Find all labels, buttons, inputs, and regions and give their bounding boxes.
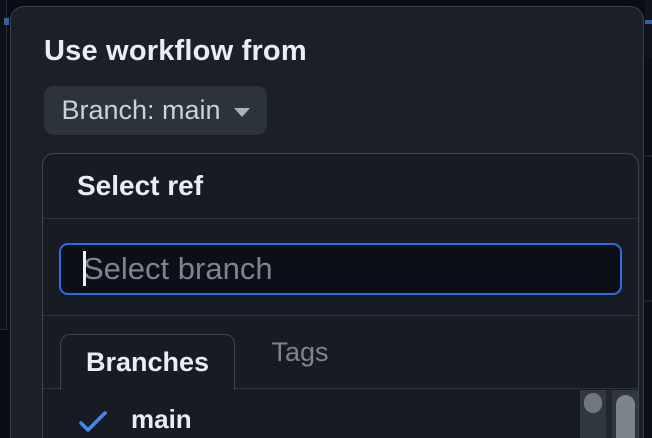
ref-search-section [43, 219, 638, 316]
list-scrollbar-thumb[interactable] [583, 393, 602, 413]
run-workflow-dropdown-panel: Use workflow from Branch: main Select re… [10, 6, 644, 438]
chevron-down-icon [233, 107, 250, 117]
scrollbar-gap [605, 390, 612, 438]
page-background-box [0, 0, 7, 330]
branch-list: main [43, 389, 638, 438]
tab-tags-label: Tags [271, 336, 329, 367]
page-background-right [645, 0, 652, 438]
branch-item-label: main [131, 404, 192, 434]
list-scrollbar-track[interactable] [579, 390, 606, 438]
tab-branches[interactable]: Branches [60, 333, 235, 390]
popup-scrollbar-thumb[interactable] [615, 395, 635, 438]
select-ref-popup: Select ref Branches Tags main [42, 153, 639, 438]
page-row-divider [645, 300, 652, 302]
tab-branches-label: Branches [85, 346, 210, 377]
branch-selector-label: Branch: main [61, 95, 221, 125]
text-cursor [83, 251, 86, 286]
check-icon [79, 411, 107, 432]
page-blue-strip-left [4, 18, 9, 25]
ref-search-input[interactable] [59, 243, 622, 295]
page-row-divider [645, 155, 652, 157]
select-ref-title: Select ref [77, 170, 204, 201]
page-blue-strip-right [645, 20, 652, 24]
ref-type-tabs: Branches Tags [43, 316, 638, 390]
tab-tags[interactable]: Tags [235, 316, 365, 388]
branch-selector-button[interactable]: Branch: main [44, 86, 267, 135]
branch-list-item-main[interactable]: main [43, 389, 638, 438]
use-workflow-from-heading: Use workflow from [44, 35, 307, 67]
page-background-band [645, 0, 652, 58]
popup-scrollbar-track[interactable] [611, 390, 638, 438]
select-ref-header: Select ref [43, 154, 638, 219]
